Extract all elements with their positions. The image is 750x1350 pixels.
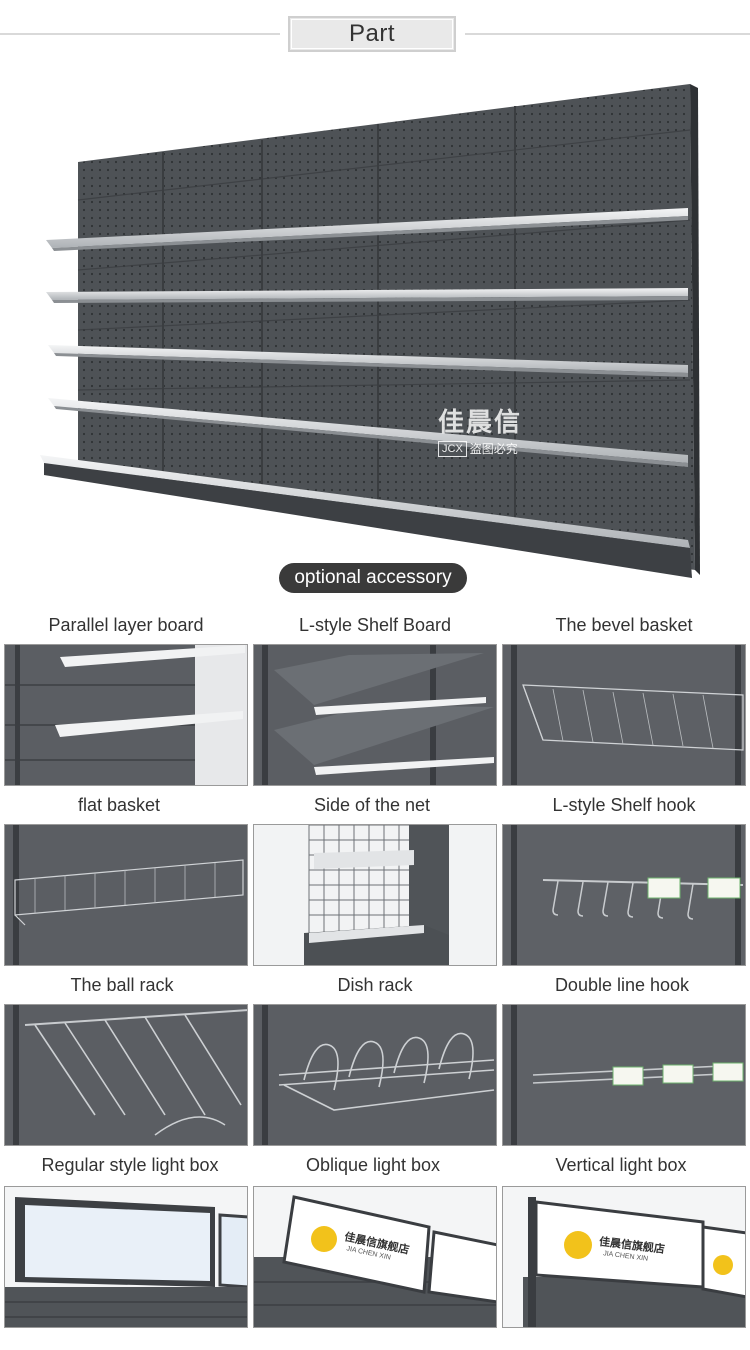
accessory-image-bevel-basket: [502, 644, 746, 786]
accessory-image-parallel-layer-board: [4, 644, 248, 786]
header-title: Part: [348, 20, 395, 47]
accessory-image-regular-light-box: [4, 1186, 248, 1328]
watermark-tag: JCX: [438, 440, 467, 457]
accessory-label-6: L-style Shelf hook: [552, 795, 696, 815]
header-rule-left: [0, 33, 280, 35]
accessory-label-1: Parallel layer board: [48, 615, 204, 635]
watermark-sub: JCX 盗图必究: [438, 440, 538, 457]
accessory-label-4: flat basket: [77, 795, 161, 815]
watermark-brand: 佳晨信: [438, 408, 523, 438]
accessory-image-l-style-shelf-hook: [502, 824, 746, 966]
header-title-box: Part: [288, 16, 456, 52]
header-rule-right: [465, 33, 750, 35]
accessory-label-8: Dish rack: [337, 975, 413, 995]
accessory-label-5: Side of the net: [313, 795, 431, 815]
section-header: Part: [0, 0, 750, 60]
accessory-image-side-net: [253, 824, 497, 966]
accessory-label-11: Oblique light box: [305, 1155, 441, 1175]
accessory-image-dish-rack: [253, 1004, 497, 1146]
accessory-image-oblique-light-box: 佳晨信旗舰店 JIA CHEN XIN: [253, 1186, 497, 1328]
wall-shelf-illustration: [40, 84, 700, 578]
accessory-label-9: Double line hook: [554, 975, 690, 995]
optional-accessory-badge: optional accessory: [279, 563, 467, 593]
watermark-text: 盗图必究: [469, 442, 518, 456]
hero-shelf-image: 佳晨信 JCX 盗图必究: [0, 70, 750, 600]
accessory-label-10: Regular style light box: [41, 1155, 219, 1175]
accessory-label-7: The ball rack: [70, 975, 174, 995]
accessory-label-12: Vertical light box: [555, 1155, 687, 1175]
accessory-image-vertical-light-box: 佳晨信旗舰店 JIA CHEN XIN: [502, 1186, 746, 1328]
accessory-label-2: L-style Shelf Board: [298, 615, 452, 635]
accessory-image-double-line-hook: [502, 1004, 746, 1146]
accessory-image-ball-rack: [4, 1004, 248, 1146]
watermark: 佳晨信 JCX 盗图必究: [438, 408, 538, 457]
accessory-image-flat-basket: [4, 824, 248, 966]
accessory-image-l-style-shelf-board: [253, 644, 497, 786]
accessory-label-3: The bevel basket: [555, 615, 693, 635]
